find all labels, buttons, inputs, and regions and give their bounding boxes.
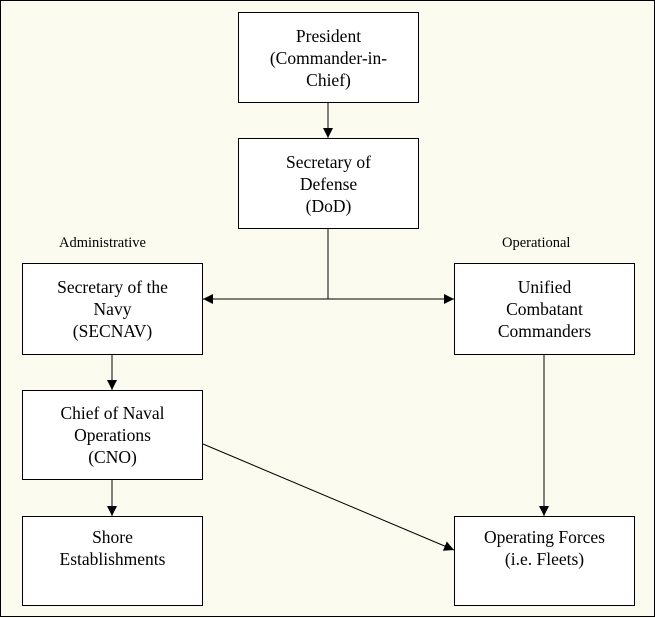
cno-line-2: Operations	[74, 425, 151, 445]
forces-line-2: (i.e. Fleets)	[504, 549, 585, 569]
secretary-of-navy-box: Secretary of the Navy (SECNAV)	[22, 263, 203, 355]
president-line-3: Chief)	[306, 69, 351, 90]
operational-label: Operational	[502, 235, 571, 251]
secnav-line-1: Secretary of the	[57, 277, 168, 297]
president-line-2: (Commander-in-	[269, 47, 388, 68]
arrow-cno-to-forces	[202, 443, 455, 551]
shore-establishments-box: Shore Establishments	[22, 516, 203, 606]
cno-line-1: Chief of Naval	[60, 403, 165, 423]
unified-line-2: Combatant	[506, 299, 583, 319]
unified-combatant-commanders-box: Unified Combatant Commanders	[454, 263, 635, 355]
cno-line-3: (CNO)	[88, 447, 137, 467]
unified-line-3: Commanders	[497, 321, 592, 341]
shore-line-1: Shore	[92, 527, 133, 547]
unified-line-1: Unified	[517, 277, 572, 297]
secdef-line-3: (DoD)	[305, 195, 352, 216]
secretary-of-defense-box: Secretary of Defense (DoD)	[238, 138, 419, 229]
operating-forces-box: Operating Forces (i.e. Fleets)	[454, 516, 635, 606]
secnav-line-2: Navy	[93, 299, 132, 319]
secdef-line-1: Secretary of	[285, 151, 372, 172]
chief-of-naval-operations-box: Chief of Naval Operations (CNO)	[22, 390, 203, 480]
administrative-label: Administrative	[59, 235, 146, 251]
forces-line-1: Operating Forces	[483, 527, 605, 547]
shore-line-2: Establishments	[59, 549, 166, 569]
secnav-line-3: (SECNAV)	[72, 321, 153, 341]
president-box: President (Commander-in- Chief)	[238, 12, 419, 103]
president-line-1: President	[295, 25, 362, 46]
secdef-line-2: Defense	[299, 173, 358, 194]
